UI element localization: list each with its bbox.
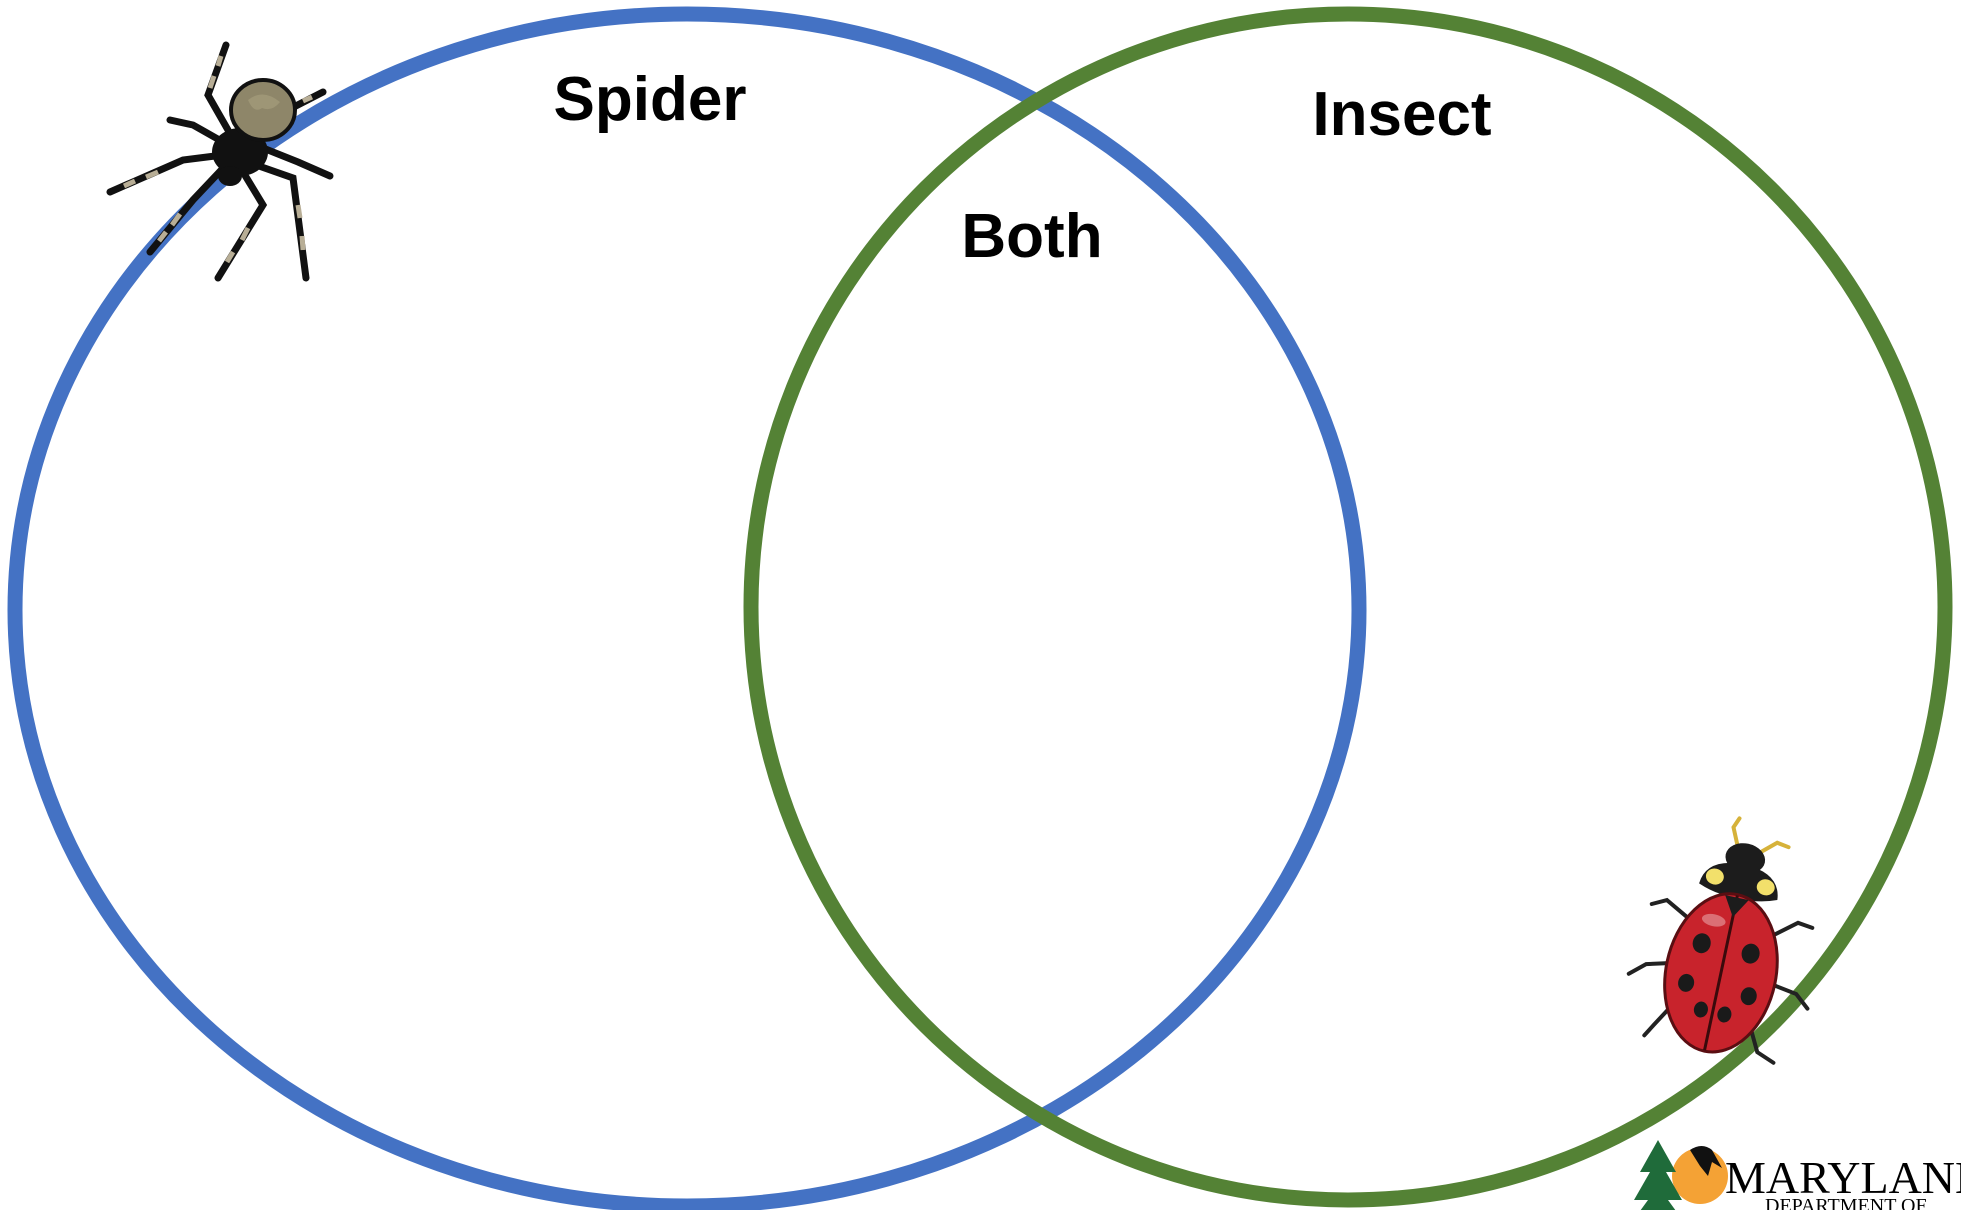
logo-heron — [1690, 1146, 1722, 1176]
spider-icon — [106, 41, 334, 282]
insect-set-circle — [743, 6, 1953, 1208]
ladybug-icon — [1626, 816, 1815, 1065]
logo-subtitle: DEPARTMENT OF — [1765, 1195, 1927, 1210]
spider-set-circle — [7, 6, 1367, 1210]
spider-set-label: Spider — [554, 65, 747, 134]
overlap-label: Both — [961, 202, 1102, 271]
logo-tree — [1634, 1140, 1682, 1210]
insect-set-label: Insect — [1312, 80, 1491, 149]
